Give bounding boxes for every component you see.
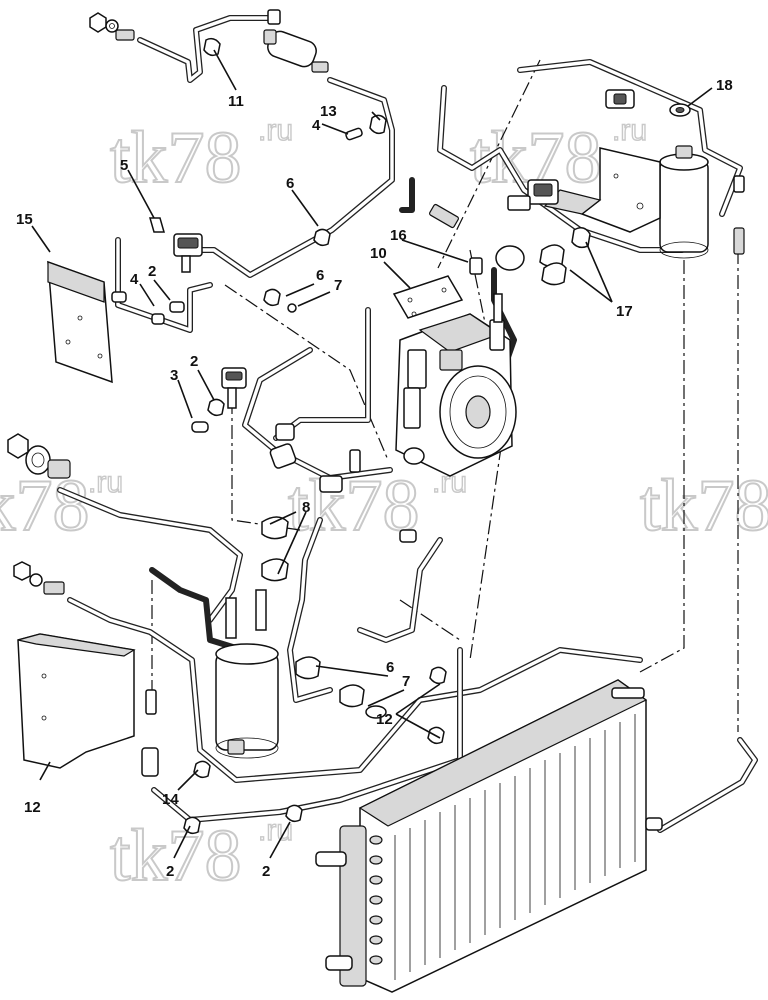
callout-10: 10	[370, 245, 387, 262]
callout-labels: 11 13 4 5 6 15 4 2 6 7 10 16 18 17 3 2 8…	[16, 77, 733, 880]
clamp-set-13	[345, 114, 387, 141]
assembly-lines	[151, 59, 739, 732]
callout-7: 7	[334, 277, 342, 294]
condenser-fins	[394, 714, 636, 980]
callout-16: 16	[390, 227, 407, 244]
refrigerant-piping	[57, 15, 758, 833]
ring-18	[669, 103, 691, 117]
accumulator-tank	[215, 589, 279, 759]
bracket-15	[47, 260, 113, 384]
receiver-tank	[659, 145, 709, 259]
sensor-right	[733, 175, 745, 255]
clamp-set-lower	[295, 656, 447, 745]
callout-2: 2	[262, 863, 270, 880]
condenser-return-bends	[369, 835, 383, 965]
solenoid-valve-top	[507, 89, 635, 211]
watermark-suffix: .ru	[612, 114, 647, 147]
clamp-16	[429, 203, 525, 275]
mounting-bracket-top	[543, 147, 661, 233]
callout-12: 12	[24, 799, 41, 816]
callout-6: 6	[386, 659, 394, 676]
fastener-set-top	[89, 9, 281, 41]
callout-2: 2	[148, 263, 156, 280]
clamp-row-6-7	[263, 228, 331, 313]
watermark-suffix: .ru	[258, 114, 293, 147]
watermark-text: tk78	[640, 465, 768, 547]
watermark-suffix: .ru	[258, 814, 293, 847]
callout-13: 13	[320, 103, 337, 120]
callout-17: 17	[616, 303, 633, 320]
callout-2: 2	[190, 353, 198, 370]
clamp-set-17	[539, 227, 591, 286]
solenoid-valve-left	[111, 217, 203, 325]
valve-middle-left	[191, 367, 247, 433]
fittings-center	[269, 423, 417, 543]
watermark-text: tk78	[288, 465, 420, 547]
fastener-set-middle	[7, 433, 71, 595]
leader-lines	[31, 49, 713, 859]
callout-4: 4	[312, 117, 321, 134]
watermark-layer: tk78 .ru tk78 .ru tk78 .ru tk78 .ru tk78…	[0, 113, 768, 898]
watermark-suffix: .ru	[88, 466, 123, 499]
plate-10	[392, 275, 464, 319]
watermark-text: tk78	[0, 465, 90, 547]
callout-7: 7	[402, 673, 410, 690]
callout-8: 8	[302, 499, 310, 516]
callout-4: 4	[130, 271, 139, 288]
watermark-text: tk78	[110, 815, 242, 897]
callout-15: 15	[16, 211, 33, 228]
condenser-coil	[315, 679, 663, 993]
callout-5: 5	[120, 157, 128, 174]
callout-11: 11	[228, 93, 244, 110]
compressor-assembly	[395, 293, 517, 477]
bracket-12	[17, 633, 136, 769]
clamp-set-8	[261, 516, 289, 582]
callout-18: 18	[716, 77, 733, 94]
watermark-text: tk78	[470, 117, 602, 199]
callout-14: 14	[162, 791, 179, 808]
watermark-text: tk78	[110, 117, 242, 199]
filter-drier	[203, 29, 329, 73]
callout-3: 3	[170, 367, 178, 384]
callout-6: 6	[286, 175, 294, 192]
callout-12: 12	[376, 711, 393, 728]
callout-6: 6	[316, 267, 324, 284]
callout-2: 2	[166, 863, 174, 880]
